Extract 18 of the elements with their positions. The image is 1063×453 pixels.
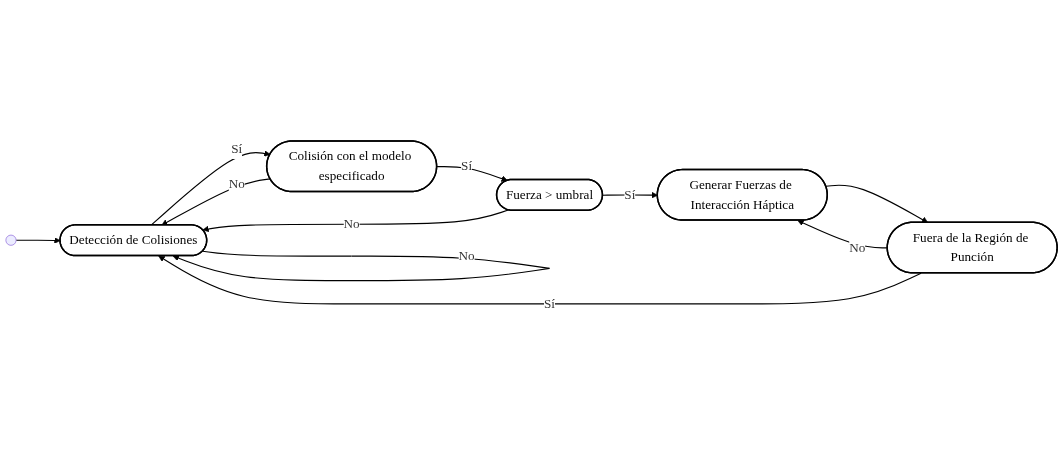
edge-label: No bbox=[458, 248, 475, 264]
edge-label: No bbox=[228, 175, 245, 191]
arrow bbox=[158, 255, 922, 305]
arrow bbox=[825, 184, 929, 223]
node-circle bbox=[5, 234, 17, 246]
edge-label: Sí bbox=[231, 141, 243, 157]
edge-label: Sí bbox=[544, 296, 555, 311]
arrow bbox=[172, 250, 550, 282]
edge-label: Sí bbox=[624, 187, 636, 202]
arrow bbox=[15, 237, 61, 244]
arrow bbox=[150, 150, 271, 226]
arrow bbox=[161, 178, 271, 226]
arrow bbox=[436, 166, 508, 182]
edge-label: Sí bbox=[461, 158, 473, 174]
edge-label: No bbox=[343, 216, 360, 232]
edge-label: No bbox=[849, 239, 866, 255]
arrow bbox=[202, 209, 509, 233]
arrow bbox=[602, 191, 658, 199]
